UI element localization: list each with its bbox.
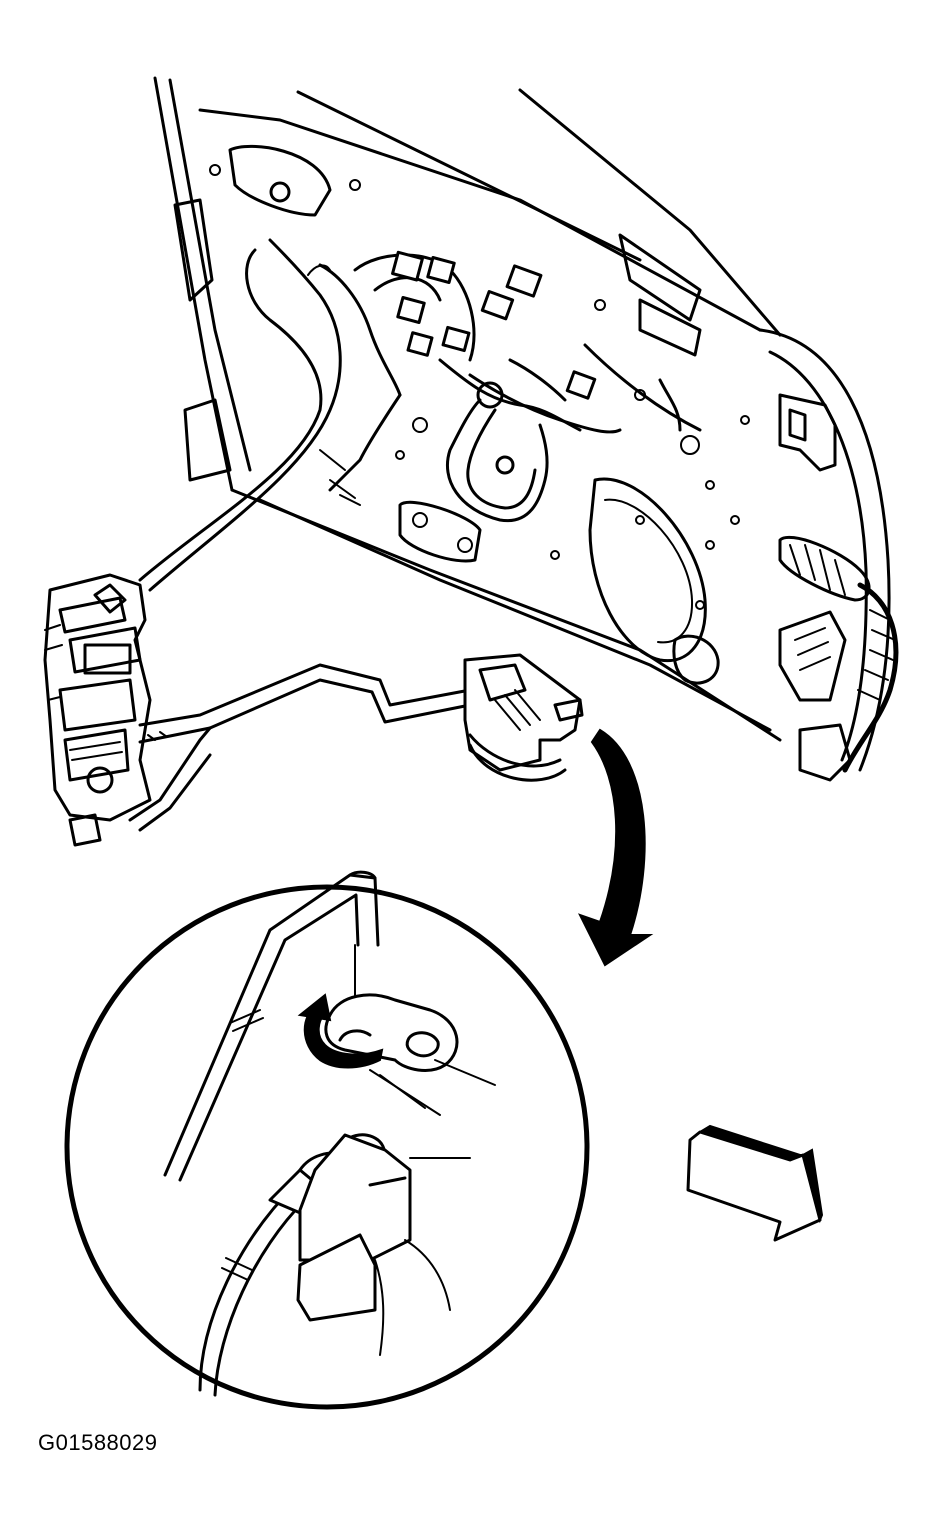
front-direction-arrow xyxy=(686,1124,824,1242)
detail-arrow xyxy=(578,728,654,967)
connector-cluster xyxy=(307,250,622,523)
door-inner-panel xyxy=(153,76,899,782)
inside-handle-assembly xyxy=(463,653,584,782)
outside-handle-rod xyxy=(138,238,342,592)
figure-id-label: G01588029 xyxy=(38,1430,158,1455)
detail-view xyxy=(64,870,590,1410)
door-latch-assembly xyxy=(43,573,152,847)
inside-handle-rods xyxy=(128,663,472,832)
